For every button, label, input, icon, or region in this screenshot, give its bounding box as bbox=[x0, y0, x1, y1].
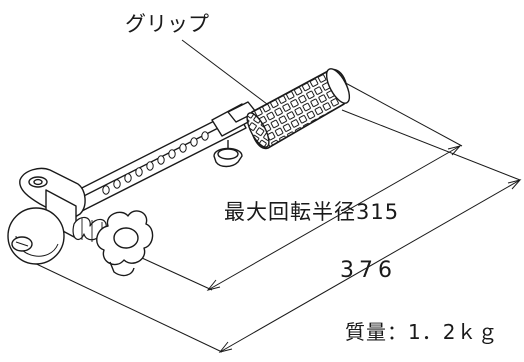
arrow-length-start bbox=[218, 341, 233, 353]
mass-label: 質量：1．2ｋｇ bbox=[345, 320, 499, 344]
extension-line-grip-bottom bbox=[341, 109, 521, 181]
total-length-label: 376 bbox=[340, 258, 397, 283]
grip-label: グリップ bbox=[125, 12, 209, 36]
arrow-radius-start bbox=[206, 279, 221, 291]
arrow-length-end bbox=[507, 179, 522, 190]
ball-head bbox=[7, 207, 65, 265]
arm-holes bbox=[102, 131, 209, 195]
arrow-radius-end bbox=[447, 145, 462, 156]
extension-line-head bbox=[27, 259, 223, 353]
max-radius-label: 最大回転半径315 bbox=[224, 200, 400, 224]
lock-knob-small bbox=[213, 140, 243, 168]
dimension-lines bbox=[27, 39, 522, 353]
extension-line-grip-top bbox=[339, 79, 463, 147]
grip-leader-line bbox=[181, 39, 276, 111]
handle-assembly bbox=[7, 68, 351, 277]
grip-handle bbox=[246, 68, 351, 149]
star-knob bbox=[96, 210, 154, 277]
dimension-line-length bbox=[219, 179, 521, 353]
dimension-line-radius bbox=[207, 145, 461, 291]
extension-line-knob bbox=[141, 257, 213, 291]
